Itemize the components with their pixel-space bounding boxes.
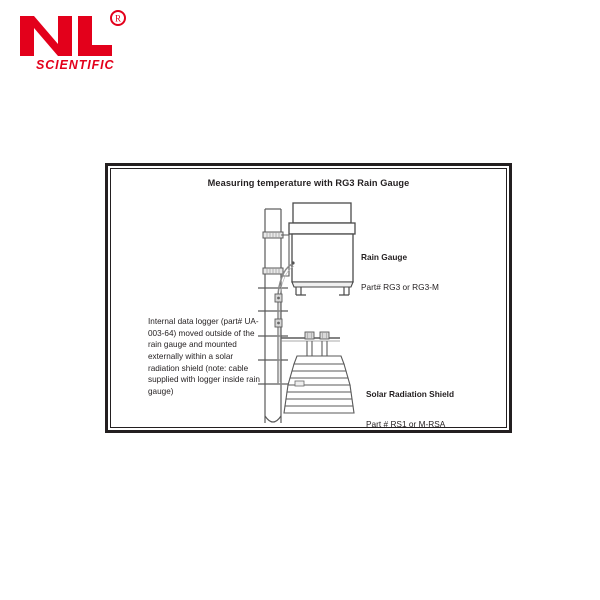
callout-shield-subtitle: Part # RS1 or M-RSA (366, 419, 446, 430)
cable-clamp-lower (274, 318, 283, 328)
callout-rain-gauge-title: Rain Gauge (361, 252, 408, 262)
diagram-inner-border (110, 168, 507, 428)
callout-shield-title: Solar Radiation Shield (366, 389, 455, 399)
diagram-title: Measuring temperature with RG3 Rain Gaug… (207, 178, 410, 188)
svg-text:R: R (115, 14, 121, 24)
cable-clamp-upper (274, 293, 283, 303)
nl-scientific-logo: R SCIENTIFIC (14, 8, 134, 78)
callout-rain-gauge: Rain Gauge Part# RG3 or RG3-M (361, 232, 439, 313)
nl-logo-mark: R (20, 10, 126, 56)
rain-gauge-unit (281, 202, 356, 296)
callout-data-logger-note: Internal data logger (part# UA-003-64) m… (148, 317, 260, 396)
solar-radiation-shield (283, 355, 355, 414)
rain-gauge-installation-drawing (258, 202, 356, 423)
nl-logo-wordmark: SCIENTIFIC (36, 58, 115, 72)
shield-mounting-arm (281, 331, 340, 356)
callout-solar-radiation-shield: Solar Radiation Shield Part # RS1 or M-R… (366, 369, 454, 450)
diagram-frame: Measuring temperature with RG3 Rain Gaug… (105, 163, 512, 433)
mounting-mast (258, 208, 288, 423)
callout-rain-gauge-subtitle: Part# RG3 or RG3-M (361, 282, 439, 293)
